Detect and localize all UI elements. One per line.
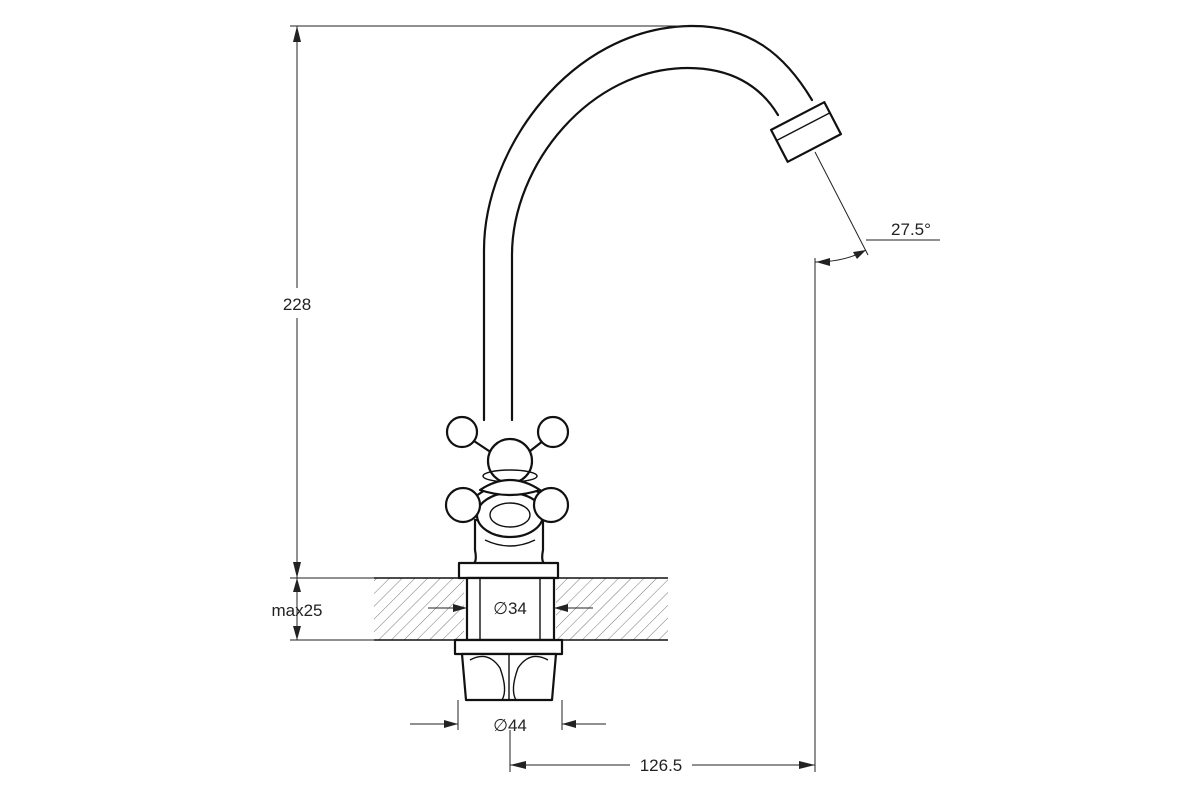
body-diameter-label: ∅34 bbox=[493, 599, 527, 618]
body-diameter-dimension: ∅34 bbox=[428, 594, 593, 618]
nut-diameter-label: ∅44 bbox=[493, 716, 527, 735]
cross-handle-back bbox=[445, 415, 570, 485]
height-label: 228 bbox=[283, 295, 311, 314]
spout-reach-label: 126.5 bbox=[640, 756, 683, 775]
cross-handle-front bbox=[444, 479, 570, 524]
height-dimension: 228 bbox=[272, 25, 688, 578]
mount-thickness-dimension: max25 bbox=[271, 577, 374, 641]
countertop bbox=[374, 577, 668, 641]
aerator bbox=[769, 101, 843, 163]
spout-angle-dimension: 27.5° bbox=[814, 151, 940, 266]
mount-thickness-label: max25 bbox=[271, 601, 322, 620]
spout-angle-label: 27.5° bbox=[891, 220, 931, 239]
spout bbox=[482, 24, 814, 422]
spout-reach-dimension: 126.5 bbox=[509, 258, 816, 776]
mounting-nut bbox=[453, 638, 564, 702]
nut-diameter-dimension: ∅44 bbox=[410, 700, 606, 735]
